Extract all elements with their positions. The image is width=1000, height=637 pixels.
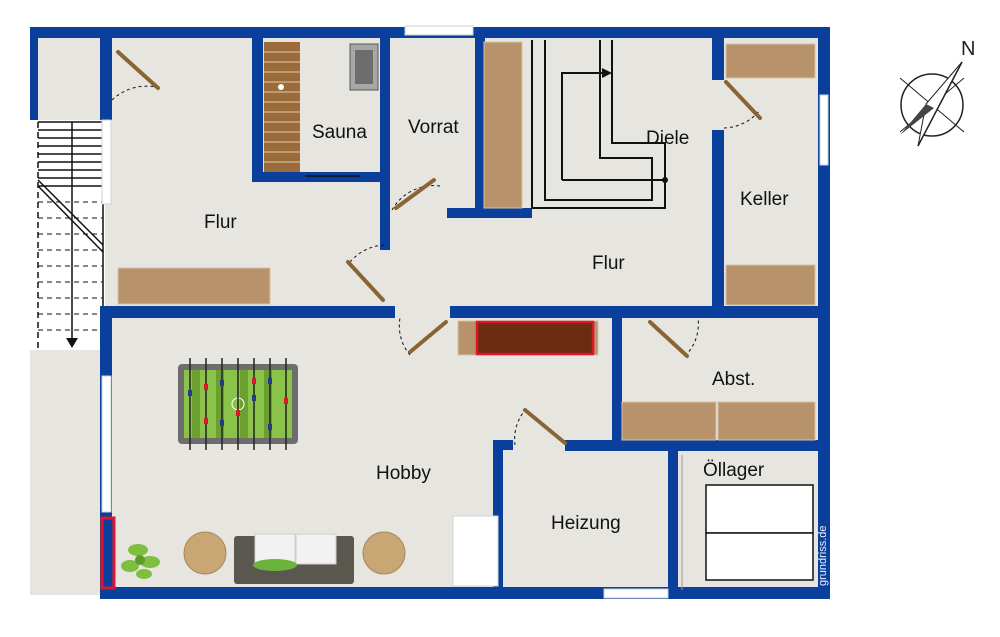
room-label-abst: Abst.: [712, 369, 755, 390]
radiator-left: [100, 516, 116, 590]
room-label-oellager: Öllager: [703, 460, 765, 481]
room-label-sauna: Sauna: [312, 122, 367, 143]
exterior-staircase: [30, 120, 105, 350]
windows: [101, 25, 829, 599]
room-labels: Flur Sauna Vorrat Diele Keller Flur Abst…: [204, 117, 789, 534]
radiator: [475, 320, 595, 356]
plant-icon: [121, 544, 160, 579]
round-table-left: [183, 531, 227, 575]
compass-icon: N: [899, 38, 975, 147]
door-leaves: [116, 50, 762, 445]
room-label-hobby: Hobby: [376, 463, 431, 484]
watermark-text: grundriss.de: [817, 525, 829, 586]
sauna-stove-icon: [349, 43, 379, 91]
stair-start-dot: [662, 177, 668, 183]
compass-north-label: N: [961, 38, 975, 60]
oil-tanks: [705, 484, 814, 581]
room-label-heizung: Heizung: [551, 513, 621, 534]
room-label-keller: Keller: [740, 189, 789, 210]
foosball-table-icon: [178, 358, 298, 450]
sofa-icon: [234, 533, 354, 584]
room-label-flur-left: Flur: [204, 212, 237, 233]
interior-staircase: [531, 40, 666, 209]
lounge-furniture: [121, 531, 406, 584]
room-label-diele: Diele: [646, 128, 689, 149]
room-label-vorrat: Vorrat: [408, 117, 459, 138]
cabinets: [117, 41, 816, 441]
round-table-right: [362, 531, 406, 575]
room-label-flur-center: Flur: [592, 253, 625, 274]
stair-arrow-icon: [602, 68, 612, 78]
sauna-bench: [264, 42, 300, 172]
